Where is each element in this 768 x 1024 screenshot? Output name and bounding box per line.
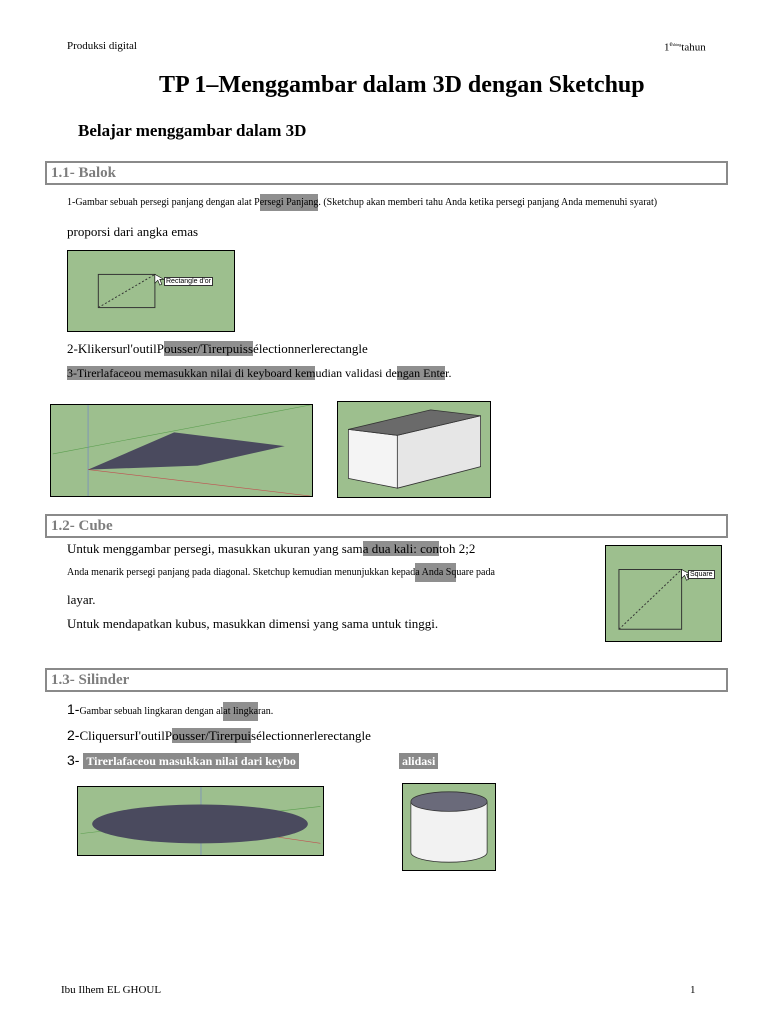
- cylinder-drawing: [410, 791, 488, 863]
- rectangle-drawing: [97, 273, 165, 309]
- silinder-step1-number: 1-: [67, 701, 80, 717]
- circle-screenshot: [77, 786, 324, 856]
- balok-step1-highlight: ersegi Panjang: [259, 194, 319, 211]
- balok-step2-highlight: ousser/Tirerpuiss: [163, 341, 254, 356]
- header-left: Produksi digital: [67, 40, 137, 52]
- page-subtitle: Belajar menggambar dalam 3D: [78, 121, 307, 140]
- balok-step1-cont: proporsi dari angka emas: [67, 224, 199, 239]
- balok-step2: 2-Klikersurl'outilPousser/Tirerpuissélec…: [67, 341, 368, 357]
- header-right-text: tahun: [681, 41, 706, 54]
- balok-step1: 1-Gambar sebuah persegi panjang dengan a…: [67, 194, 658, 211]
- cube-line1-text-b: toh 2;2: [438, 541, 476, 556]
- square-tooltip: Square: [688, 570, 715, 579]
- silinder-step2-text-a: CliquersurI'outilP: [79, 728, 173, 743]
- section-balok-heading: 1.1- Balok: [45, 161, 728, 185]
- cube-line2-text-b: uare pada: [456, 567, 495, 578]
- section-cube-heading: 1.2- Cube: [45, 514, 728, 538]
- cuboid-drawing: [347, 409, 481, 489]
- cube-line4: Untuk mendapatkan kubus, masukkan dimens…: [67, 616, 439, 631]
- balok-step1-text-b: . (Sketchup akan memberi tahu Anda ketik…: [318, 197, 658, 208]
- silinder-step2-highlight: ousser/Tirerpui: [172, 728, 252, 743]
- silinder-step2-number: 2-: [67, 727, 80, 743]
- balok-step3-highlight-1: 3-Tirerlafaceou memasukkan nilai di keyb…: [67, 366, 316, 380]
- cube-line2-highlight: a Anda Sq: [415, 563, 457, 582]
- section-silinder-heading-text: 1.3- Silinder: [51, 672, 130, 688]
- cuboid-screenshot: [337, 401, 491, 498]
- circle-drawing: [80, 787, 321, 855]
- silinder-step3-highlight-1: Tirerlafaceou masukkan nilai dari keybo: [83, 753, 299, 769]
- silinder-step3-number: 3-: [67, 752, 84, 768]
- silinder-step2: 2-CliquersurI'outilPousser/Tirerpuisélec…: [67, 727, 371, 744]
- cube-line3: layar.: [67, 592, 96, 607]
- silinder-step3: 3- Tirerlafaceou masukkan nilai dari key…: [67, 752, 439, 770]
- extruded-face-drawing: [52, 405, 311, 496]
- silinder-step1-highlight: at lingka: [223, 702, 259, 721]
- section-cube-heading-text: 1.2- Cube: [51, 518, 113, 534]
- header-right: 1eshingtahun: [664, 40, 706, 54]
- section-silinder-heading: 1.3- Silinder: [45, 668, 728, 692]
- silinder-step1: 1-Gambar sebuah lingkaran dengan alat li…: [67, 701, 274, 721]
- balok-step3: 3-Tirerlafaceou memasukkan nilai di keyb…: [67, 366, 451, 381]
- balok-step3-text-a: udian validasi de: [315, 366, 397, 380]
- header-right-sup: e: [669, 40, 673, 48]
- balok-step2-text-b: électionnerlerectangle: [253, 341, 368, 356]
- cube-line1-highlight: a dua kali: con: [362, 541, 439, 556]
- page-title: TP 1–Menggambar dalam 3D dengan Sketchup: [159, 72, 645, 98]
- cube-line2: Anda menarik persegi panjang pada diagon…: [67, 563, 495, 582]
- balok-step3-highlight-2: ngan Ente: [396, 366, 446, 380]
- cube-line1-text-a: Untuk menggambar persegi, masukkan ukura…: [67, 541, 363, 556]
- footer-page-number: 1: [690, 984, 696, 996]
- rectangle-tooltip: Rectangle d'or: [164, 277, 213, 286]
- header-right-num: 1: [664, 41, 670, 54]
- cube-line2-text-a: Anda menarik persegi panjang pada diagon…: [67, 567, 416, 578]
- cylinder-screenshot: [402, 783, 496, 871]
- cube-line1: Untuk menggambar persegi, masukkan ukura…: [67, 541, 475, 557]
- section-balok-heading-text: 1.1- Balok: [51, 165, 117, 181]
- balok-step2-text-a: 2-Klikersurl'outilP: [67, 341, 164, 356]
- silinder-step1-text-b: ran.: [258, 706, 274, 717]
- balok-step1-text-a: 1-Gambar sebuah persegi panjang dengan a…: [67, 197, 260, 208]
- header-right-sup2: shing: [672, 42, 682, 47]
- silinder-step1-text-a: Gambar sebuah lingkaran dengan al: [79, 706, 224, 717]
- balok-step3-text-b: r.: [445, 366, 452, 380]
- silinder-step3-highlight-2: alidasi: [398, 753, 439, 769]
- extruded-face-screenshot: [50, 404, 313, 497]
- square-drawing: [618, 569, 692, 630]
- silinder-step2-text-b: sélectionnerlerectangle: [251, 728, 371, 743]
- square-screenshot: Square: [605, 545, 722, 642]
- footer-author: Ibu Ilhem EL GHOUL: [61, 984, 162, 996]
- rectangle-screenshot: Rectangle d'or: [67, 250, 235, 332]
